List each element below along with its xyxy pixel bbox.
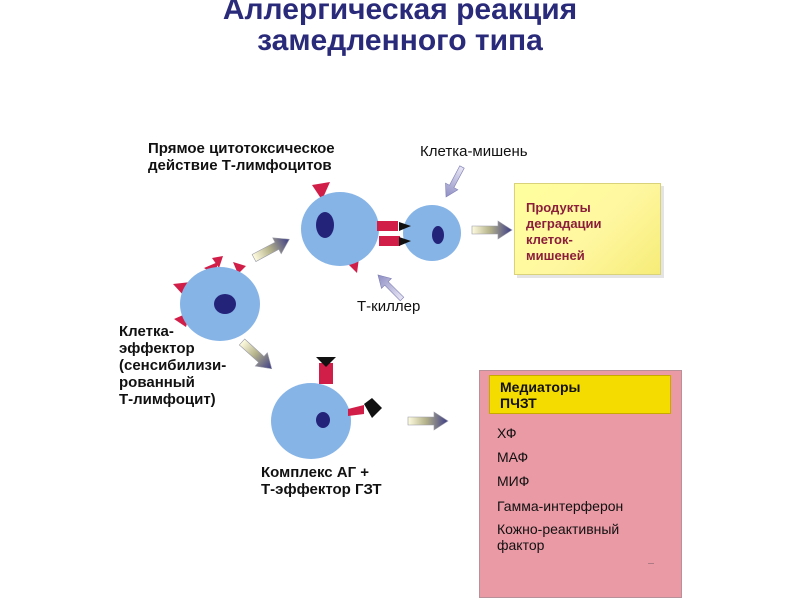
complex-line-1: Комплекс АГ + — [261, 464, 370, 481]
arrow-effector-to-complex — [235, 335, 279, 376]
effector-receptor-top — [212, 256, 223, 268]
effector-line-5: Т-лимфоцит) — [119, 391, 216, 408]
pointer-target-cell — [439, 163, 469, 201]
products-line-2: деградации — [526, 216, 602, 231]
label-killer: Т-киллер — [357, 298, 421, 315]
products-box: Продукты деградации клеток- мишеней — [514, 183, 661, 275]
mediator-item-skin-reactive: Кожно-реактивный фактор — [497, 521, 619, 553]
products-text: Продукты деградации клеток- мишеней — [526, 200, 656, 264]
killer-receptor-upper — [377, 221, 398, 231]
effector-line-1: Клетка- — [119, 323, 174, 340]
killer-receptor-top — [312, 182, 330, 200]
complex-cell — [271, 357, 382, 459]
decorative-mark — [648, 563, 654, 564]
complex-cell-body — [271, 383, 351, 459]
complex-cell-nucleus — [316, 412, 330, 428]
effector-cell-nucleus — [214, 294, 236, 314]
killer-cell-body — [301, 192, 379, 266]
mediators-box: Медиаторы ПЧЗТ ХФ МАФ МИФ Гамма-интерфер… — [479, 370, 682, 598]
mediator-item-interferon: Гамма-интерферон — [497, 498, 624, 514]
title-line-2: замедленного типа — [257, 24, 543, 57]
target-antigen-upper — [399, 222, 411, 231]
complex-antigen-right — [364, 398, 382, 418]
killer-cell-nucleus — [316, 212, 334, 238]
complex-antigen-top — [316, 357, 336, 367]
target-cell-body — [403, 205, 461, 261]
complex-line-2: Т-эффектор ГЗТ — [261, 481, 382, 498]
target-cell — [399, 205, 461, 261]
target-cell-nucleus — [432, 226, 444, 244]
mediators-header: Медиаторы ПЧЗТ — [489, 375, 671, 414]
mediators-header-line-1: Медиаторы — [500, 379, 581, 395]
mediators-header-text: Медиаторы ПЧЗТ — [500, 379, 665, 411]
products-line-3: клеток- — [526, 232, 573, 247]
label-direct-cytotoxic: Прямое цитотоксическое действие Т-лимфоц… — [148, 140, 335, 174]
products-line-1: Продукты — [526, 200, 591, 215]
effector-line-3: (сенсибилизи- — [119, 357, 227, 374]
label-complex: Комплекс АГ + Т-эффектор ГЗТ — [261, 464, 381, 498]
diagram-title: Аллергическая реакция замедленного типа — [0, 0, 800, 56]
label-effector-cell: Клетка- эффектор (сенсибилизи- рованный … — [119, 323, 226, 408]
effector-line-4: рованный — [119, 374, 195, 391]
complex-receptor-right — [348, 405, 364, 416]
arrow-to-products — [471, 220, 513, 240]
products-line-4: мишеней — [526, 248, 585, 263]
effector-cell — [173, 256, 260, 341]
target-antigen-lower — [399, 237, 411, 246]
arrow-to-mediators — [407, 411, 449, 431]
mediator-skin-line-2: фактор — [497, 537, 545, 553]
mediator-skin-line-1: Кожно-реактивный — [497, 521, 620, 537]
killer-cell — [301, 182, 400, 273]
effector-line-2: эффектор — [119, 340, 195, 357]
label-target-cell: Клетка-мишень — [420, 143, 528, 160]
killer-receptor-lower — [379, 236, 400, 246]
label-direct-line-1: Прямое цитотоксическое — [148, 140, 335, 157]
mediator-item-maf: МАФ — [497, 449, 529, 465]
arrow-effector-to-killer — [249, 230, 294, 267]
effector-receptor-top-right — [233, 262, 246, 274]
mediator-item-hf: ХФ — [497, 425, 517, 441]
mediator-item-mif: МИФ — [497, 473, 530, 489]
label-direct-line-2: действие Т-лимфоцитов — [148, 157, 332, 174]
title-line-1: Аллергическая реакция — [222, 0, 578, 26]
mediators-header-line-2: ПЧЗТ — [500, 395, 537, 411]
complex-receptor-top — [319, 363, 333, 384]
